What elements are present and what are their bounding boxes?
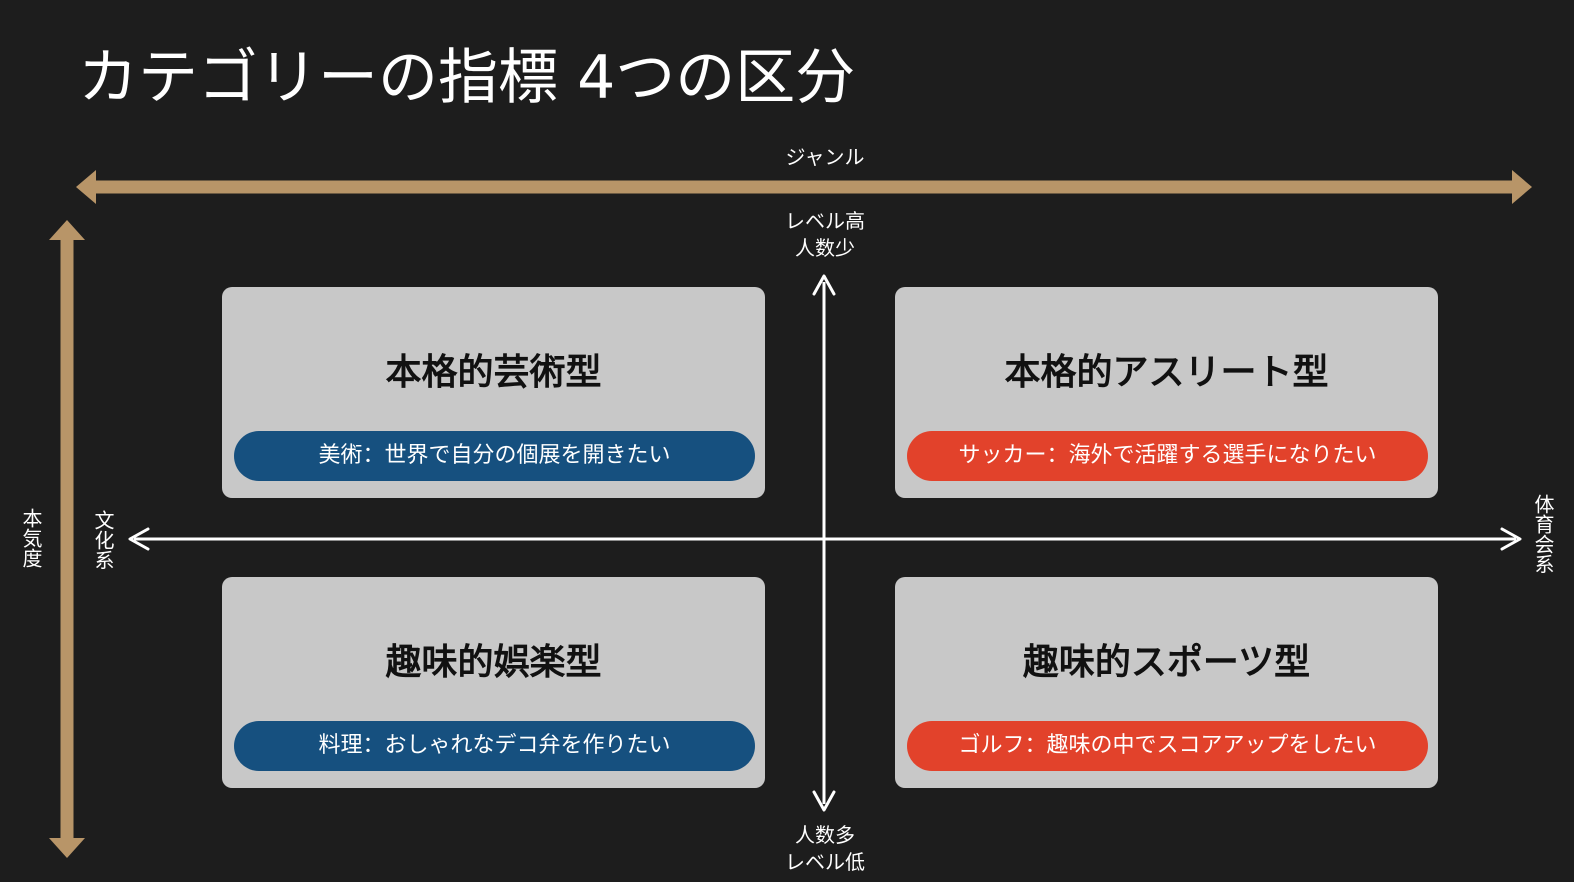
- quadrant-example-pill: ゴルフ：趣味の中でスコアアップをしたい: [907, 721, 1428, 771]
- genre-axis-arrow: [76, 170, 1532, 204]
- level-low-line2: レベル低: [785, 850, 865, 874]
- quadrant-title: 趣味的スポーツ型: [1022, 642, 1311, 683]
- culture-sports-axis-arrow: [128, 527, 1522, 551]
- quadrant-serious-athlete: 本格的アスリート型 サッカー：海外で活躍する選手になりたい: [895, 287, 1438, 498]
- quadrant-example-pill: サッカー：海外で活躍する選手になりたい: [907, 431, 1428, 481]
- seriousness-axis-label: 本気度: [19, 508, 43, 568]
- level-axis-arrow: [812, 274, 836, 812]
- seriousness-axis-arrow: [49, 220, 85, 858]
- culture-label: 文化系: [91, 510, 115, 570]
- quadrant-serious-art: 本格的芸術型 美術：世界で自分の個展を開きたい: [222, 287, 765, 498]
- level-high-line1: レベル高: [785, 209, 865, 233]
- quadrant-title: 本格的アスリート型: [1004, 352, 1329, 393]
- quadrant-example-pill: 美術：世界で自分の個展を開きたい: [234, 431, 755, 481]
- level-low-label: 人数多 レベル低: [725, 822, 925, 876]
- quadrant-hobby-sports: 趣味的スポーツ型 ゴルフ：趣味の中でスコアアップをしたい: [895, 577, 1438, 788]
- quadrant-hobby-entertainment: 趣味的娯楽型 料理：おしゃれなデコ弁を作りたい: [222, 577, 765, 788]
- quadrant-example-pill: 料理：おしゃれなデコ弁を作りたい: [234, 721, 755, 771]
- level-high-label: レベル高 人数少: [725, 208, 925, 262]
- sports-label: 体育会系: [1531, 494, 1555, 574]
- level-low-line1: 人数多: [795, 823, 855, 847]
- level-high-line2: 人数少: [795, 236, 855, 260]
- quadrant-title: 本格的芸術型: [385, 352, 602, 393]
- genre-axis-label: ジャンル: [785, 145, 865, 169]
- page-title: カテゴリーの指標 4つの区分: [78, 43, 856, 113]
- quadrant-title: 趣味的娯楽型: [385, 642, 602, 683]
